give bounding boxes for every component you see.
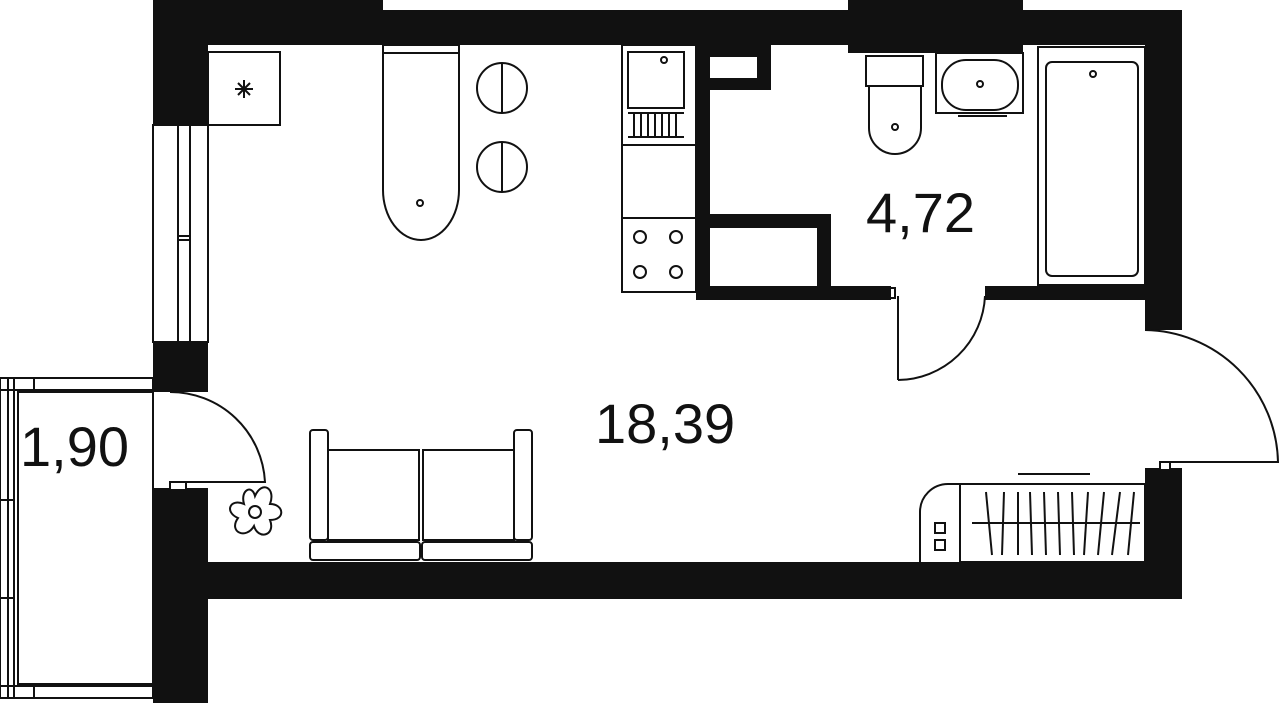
wardrobe [919,473,1146,563]
entrance-door [1144,329,1280,471]
balcony [0,377,267,699]
washbasin [935,52,1024,117]
bathtub [1037,46,1146,286]
fridge-icon [235,80,253,98]
main-room-area: 18,39 [595,392,735,455]
bathroom-door [889,287,986,381]
kitchen-sink [621,44,697,146]
stool-2 [476,141,528,193]
stove [621,217,697,293]
balcony-area: 1,90 [20,415,129,478]
window-left [152,124,209,343]
sofa [309,429,533,561]
toilet [865,55,924,155]
walls [153,0,1182,703]
flower-icon [229,486,283,536]
kitchen-counter [621,144,697,219]
dining-bench [382,44,460,241]
stool-1 [476,62,528,114]
bathroom-area: 4,72 [866,181,975,244]
fridge [207,51,281,126]
